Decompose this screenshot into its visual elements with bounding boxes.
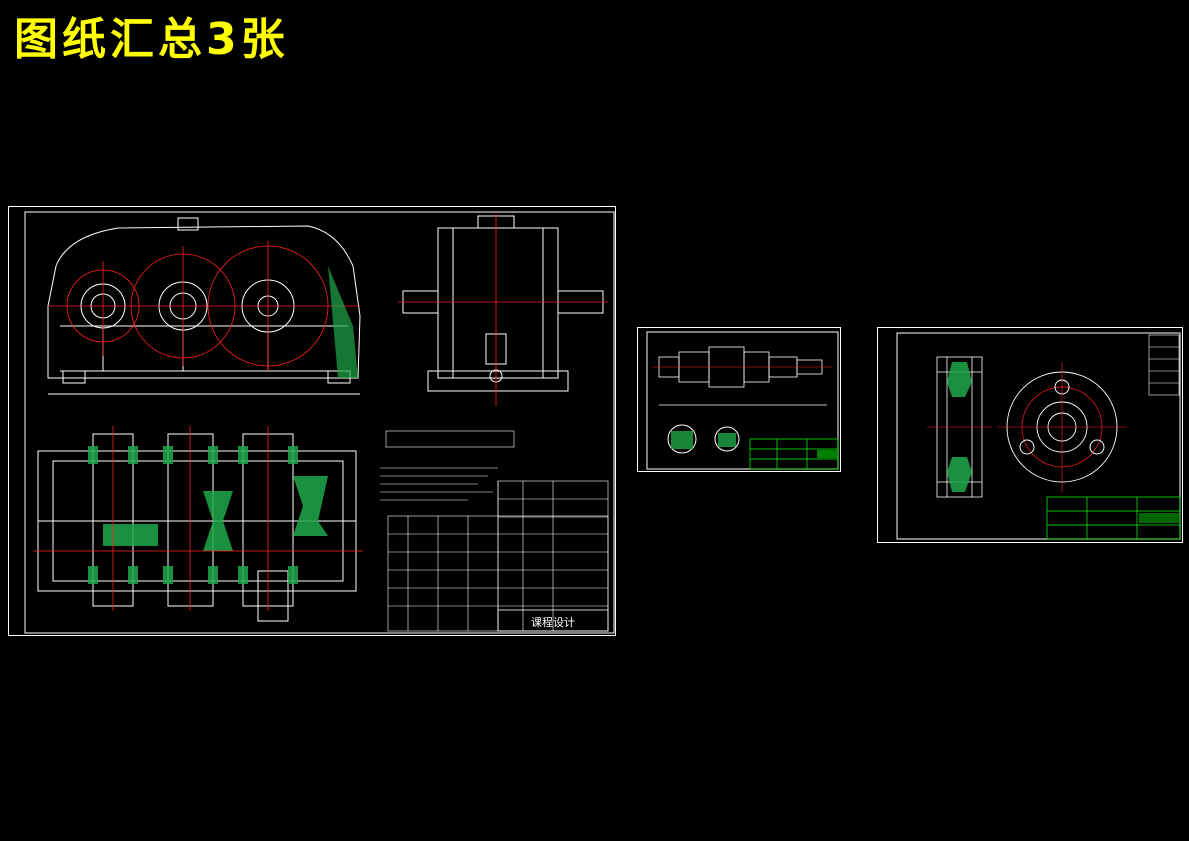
assembly-title-block bbox=[497, 609, 609, 632]
assembly-title-block-name: 课程设计 bbox=[531, 616, 575, 629]
gear-drawing bbox=[877, 327, 1183, 543]
parts-list bbox=[387, 480, 609, 632]
gear-drawing-sheet[interactable] bbox=[877, 327, 1183, 543]
side-view bbox=[402, 215, 604, 392]
gear-front-view bbox=[997, 362, 1127, 492]
shaft-title-block bbox=[749, 438, 839, 470]
plan-view-hatch bbox=[88, 446, 328, 584]
front-view-hatch bbox=[328, 266, 358, 378]
shaft-drawing bbox=[637, 327, 841, 472]
gear-section-hatch bbox=[947, 362, 972, 492]
front-view-gear-circles bbox=[48, 241, 360, 371]
page-title: 图纸汇总3张 bbox=[14, 14, 289, 65]
assembly-drawing: 课程设计 bbox=[8, 206, 616, 636]
shaft-sections bbox=[667, 424, 740, 454]
gear-title-block bbox=[1046, 496, 1181, 540]
assembly-drawing-sheet[interactable]: 课程设计 bbox=[8, 206, 616, 636]
technical-notes bbox=[380, 430, 515, 501]
shaft-profile bbox=[658, 346, 827, 406]
gear-parameter-table bbox=[1148, 334, 1180, 396]
shaft-drawing-sheet[interactable] bbox=[637, 327, 841, 472]
